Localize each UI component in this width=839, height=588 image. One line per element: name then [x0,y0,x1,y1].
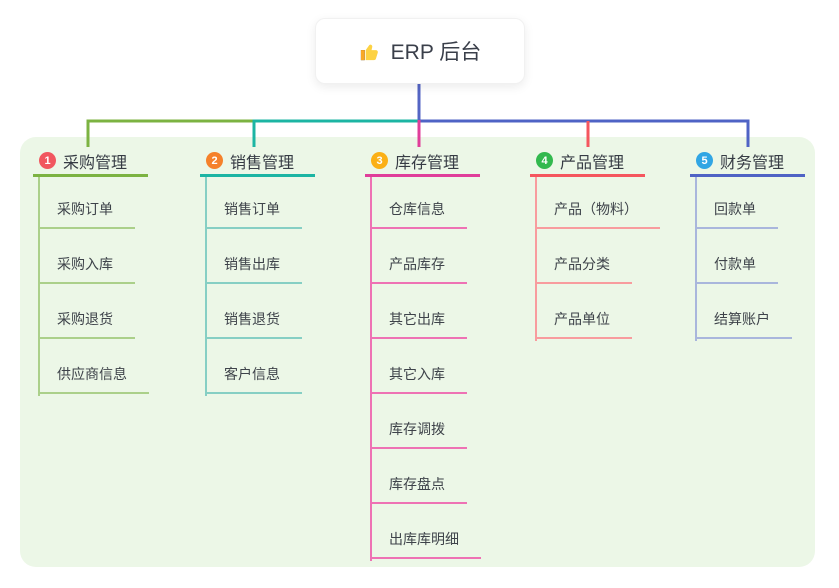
child-node[interactable]: 销售出库 [205,254,302,284]
child-node[interactable]: 库存调拨 [370,419,467,449]
child-node[interactable]: 其它入库 [370,364,467,394]
child-node[interactable]: 销售订单 [205,199,302,229]
child-node[interactable]: 其它出库 [370,309,467,339]
branch-header[interactable]: 2 销售管理 [200,147,315,177]
child-node[interactable]: 采购入库 [38,254,135,284]
branch-spine-line [535,177,537,341]
branch-spine-line [38,177,40,396]
branch-label: 采购管理 [63,154,128,172]
child-node[interactable]: 采购订单 [38,199,135,229]
child-node[interactable]: 仓库信息 [370,199,467,229]
child-node[interactable]: 产品分类 [535,254,632,284]
child-node[interactable]: 产品（物料） [535,199,660,229]
branch-spine-line [205,177,207,396]
branch-number-badge: 3 [371,152,388,169]
child-node[interactable]: 销售退货 [205,309,302,339]
branch-number-badge: 4 [536,152,553,169]
root-title: ERP 后台 [390,41,482,64]
branch-header[interactable]: 3 库存管理 [365,147,480,177]
child-node[interactable]: 出库库明细 [370,529,481,559]
branch-label: 销售管理 [230,154,295,172]
connector-branch-5 [418,119,750,147]
child-node[interactable]: 供应商信息 [38,364,149,394]
branch-spine-line [370,177,372,561]
branch-label: 财务管理 [720,154,785,172]
root-node[interactable]: ERP 后台 [315,18,525,84]
child-node[interactable]: 产品单位 [535,309,632,339]
branch-purchase-management: 1 采购管理 采购订单 采购入库 采购退货 供应商信息 [33,147,149,396]
child-node[interactable]: 回款单 [695,199,778,229]
branch-number-badge: 5 [696,152,713,169]
child-node[interactable]: 产品库存 [370,254,467,284]
child-node[interactable]: 客户信息 [205,364,302,394]
thumbs-up-icon [360,44,378,60]
child-node[interactable]: 采购退货 [38,309,135,339]
branch-label: 产品管理 [560,154,625,172]
branch-finance-management: 5 财务管理 回款单 付款单 结算账户 [690,147,805,341]
mindmap-panel [20,137,815,567]
child-node[interactable]: 库存盘点 [370,474,467,504]
connector-branch-1 [86,119,255,147]
branch-product-management: 4 产品管理 产品（物料） 产品分类 产品单位 [530,147,660,341]
child-node[interactable]: 结算账户 [695,309,792,339]
branch-inventory-management: 3 库存管理 仓库信息 产品库存 其它出库 其它入库 库存调拨 库存盘点 出库库… [365,147,481,561]
branch-header[interactable]: 4 产品管理 [530,147,645,177]
branch-label: 库存管理 [395,154,460,172]
branch-spine-line [695,177,697,341]
branch-number-badge: 1 [39,152,56,169]
branch-header[interactable]: 1 采购管理 [33,147,148,177]
branch-number-badge: 2 [206,152,223,169]
connector-branch-2 [252,119,419,147]
branch-header[interactable]: 5 财务管理 [690,147,805,177]
branch-sales-management: 2 销售管理 销售订单 销售出库 销售退货 客户信息 [200,147,315,396]
child-node[interactable]: 付款单 [695,254,778,284]
